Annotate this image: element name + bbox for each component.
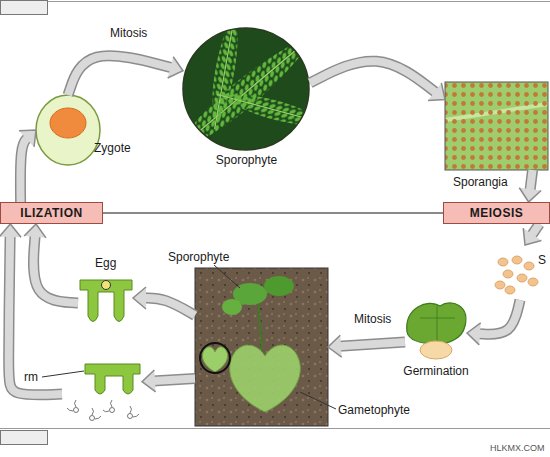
stage-caption: Sporophyte: [216, 153, 277, 167]
arrow-outline: [310, 61, 436, 93]
stage-caption: Sporangia: [453, 175, 508, 189]
arrow-head-outline: [428, 83, 445, 100]
watermark: HLKMX.COM: [490, 441, 545, 455]
arrow-head: [519, 188, 541, 202]
cycle-arrow: [519, 170, 541, 202]
cycle-arrow: [523, 224, 541, 245]
archegonium: [80, 280, 132, 322]
arrow-head-outline: [467, 323, 481, 345]
zygote-cell: [36, 95, 100, 165]
arrow-head-outline: [133, 287, 146, 309]
antheridium: [67, 364, 140, 421]
germinating-spore: [407, 303, 466, 359]
cycle-arrow: [328, 335, 405, 357]
part-label: Sporophyte: [168, 250, 229, 264]
arrow-head-outline: [24, 224, 46, 238]
arrow-head: [467, 323, 481, 345]
arrow-head-outline: [19, 130, 36, 147]
arrow-head: [133, 287, 146, 309]
stage-caption: Egg: [95, 256, 116, 270]
stage-caption: rm: [24, 370, 38, 384]
arrow-outline: [9, 235, 62, 395]
stage-band: MEIOSIS: [443, 202, 550, 224]
arrow-outline: [153, 379, 195, 381]
arrow-outline: [530, 170, 533, 191]
stage-caption: Zygote: [94, 141, 131, 155]
leader-lines: [42, 265, 336, 409]
arrow-body: [153, 379, 195, 381]
arrow-body: [68, 56, 172, 95]
egg-picture: Egg: [78, 278, 133, 328]
arrow-outline: [531, 224, 539, 236]
arrow-body: [310, 61, 436, 93]
arrow-head-outline: [328, 335, 342, 357]
arrow-body: [478, 300, 520, 334]
connector-line: [103, 213, 443, 214]
stage-name: MEIOSIS: [470, 206, 524, 220]
germination-picture: Germination: [405, 300, 467, 360]
arrow-outline: [478, 300, 520, 334]
stage-caption: Germination: [403, 364, 468, 378]
cycle-arrow: [19, 130, 36, 202]
arrow-body: [9, 235, 62, 395]
arrow-body: [530, 170, 533, 191]
arrow-head-outline: [142, 370, 156, 392]
arrow-body: [339, 342, 405, 346]
arrow-head-outline: [0, 224, 21, 237]
connector-line: [103, 212, 443, 214]
spores: [495, 256, 538, 294]
arrow-outline: [68, 56, 172, 95]
spores-picture: S: [495, 245, 545, 300]
process-label: Mitosis: [352, 312, 393, 326]
arrow-head: [142, 370, 156, 392]
arrow-head: [19, 130, 36, 147]
arrow-head: [168, 57, 183, 78]
cycle-arrow: [68, 56, 183, 95]
stage-caption: S: [538, 253, 546, 267]
arrow-head-outline: [523, 228, 541, 245]
arrow-outline: [33, 235, 78, 303]
cycle-arrow: [310, 61, 445, 100]
frame: [0, 1, 550, 445]
cycle-arrow: [133, 287, 195, 315]
sporangia-photo-node: Sporangia: [445, 82, 548, 170]
arrow-head: [523, 228, 541, 245]
arrow-head: [328, 335, 342, 357]
gametophyte-photo: [195, 268, 328, 426]
arrow-body: [33, 235, 78, 303]
sporophyte-photo-node: Sporophyte: [183, 28, 310, 150]
gametophyte-photo-node: Gametophyte: [195, 268, 328, 426]
zygote-picture: Zygote: [36, 95, 100, 165]
arrow-head-outline: [519, 188, 541, 202]
cycle-arrow: [24, 224, 78, 303]
arrow-outline: [20, 138, 28, 202]
cycle-arrow: [0, 224, 62, 395]
arrow-head: [24, 224, 46, 238]
arrow-outline: [144, 298, 195, 315]
process-label: Mitosis: [108, 26, 149, 40]
arrow-body: [531, 224, 539, 236]
sperm-picture: rm: [62, 360, 142, 422]
stage-name: ILIZATION: [20, 206, 82, 220]
arrow-body: [20, 138, 28, 202]
arrow-head: [0, 224, 21, 237]
stage-band: ILIZATION: [0, 202, 103, 224]
cycle-arrow: [142, 370, 195, 392]
arrow-body: [144, 298, 195, 315]
arrow-head-outline: [168, 57, 183, 78]
arrow-outline: [339, 342, 405, 346]
arrow-head: [428, 83, 445, 100]
stage-caption: Gametophyte: [338, 403, 410, 417]
cycle-arrow: [467, 300, 520, 345]
sporangia-photo: [445, 82, 548, 170]
